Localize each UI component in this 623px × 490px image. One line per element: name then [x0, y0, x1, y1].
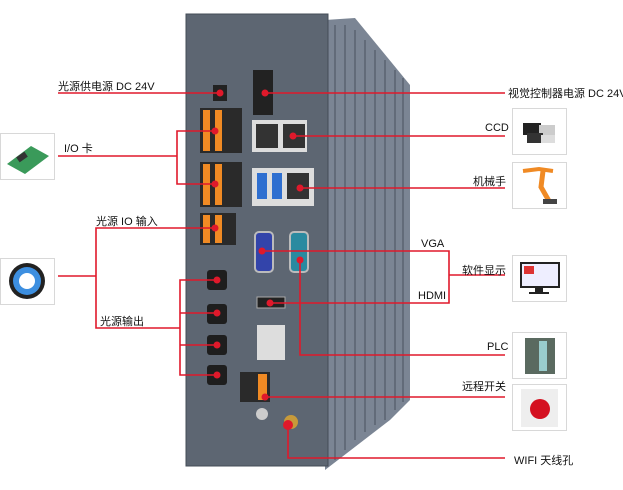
- label-ccd: CCD: [485, 122, 509, 134]
- plc-image: [512, 332, 567, 379]
- label-software-display: 软件显示: [462, 265, 506, 277]
- label-robot-arm: 机械手: [473, 176, 506, 188]
- com-port: [289, 231, 309, 273]
- label-io-card: I/O 卡: [64, 143, 93, 155]
- ring-light-image: [0, 258, 55, 305]
- label-light-power: 光源供电源 DC 24V: [58, 81, 155, 93]
- label-wifi-antenna: WIFI 天线孔: [514, 455, 574, 467]
- robot-arm-image: [512, 162, 567, 209]
- monitor-image: [512, 255, 567, 302]
- label-hdmi: HDMI: [418, 290, 447, 302]
- label-remote-switch: 远程开关: [462, 381, 506, 393]
- power-button-icon: [256, 408, 268, 420]
- label-light-io-input: 光源 IO 输入: [96, 216, 158, 228]
- callout-lines: [58, 92, 505, 459]
- io-card-image: [0, 133, 55, 180]
- label-plc: PLC: [487, 341, 509, 353]
- remote-switch-image: [512, 384, 567, 431]
- usb-ports: [257, 325, 285, 360]
- label-controller-power: 视觉控制器电源 DC 24V: [508, 88, 623, 100]
- label-light-output: 光源输出: [100, 316, 144, 328]
- heatsink-fins: [325, 18, 410, 470]
- callout-dots: [211, 89, 304, 430]
- ccd-camera-image: [512, 108, 567, 155]
- label-vga: VGA: [421, 238, 445, 250]
